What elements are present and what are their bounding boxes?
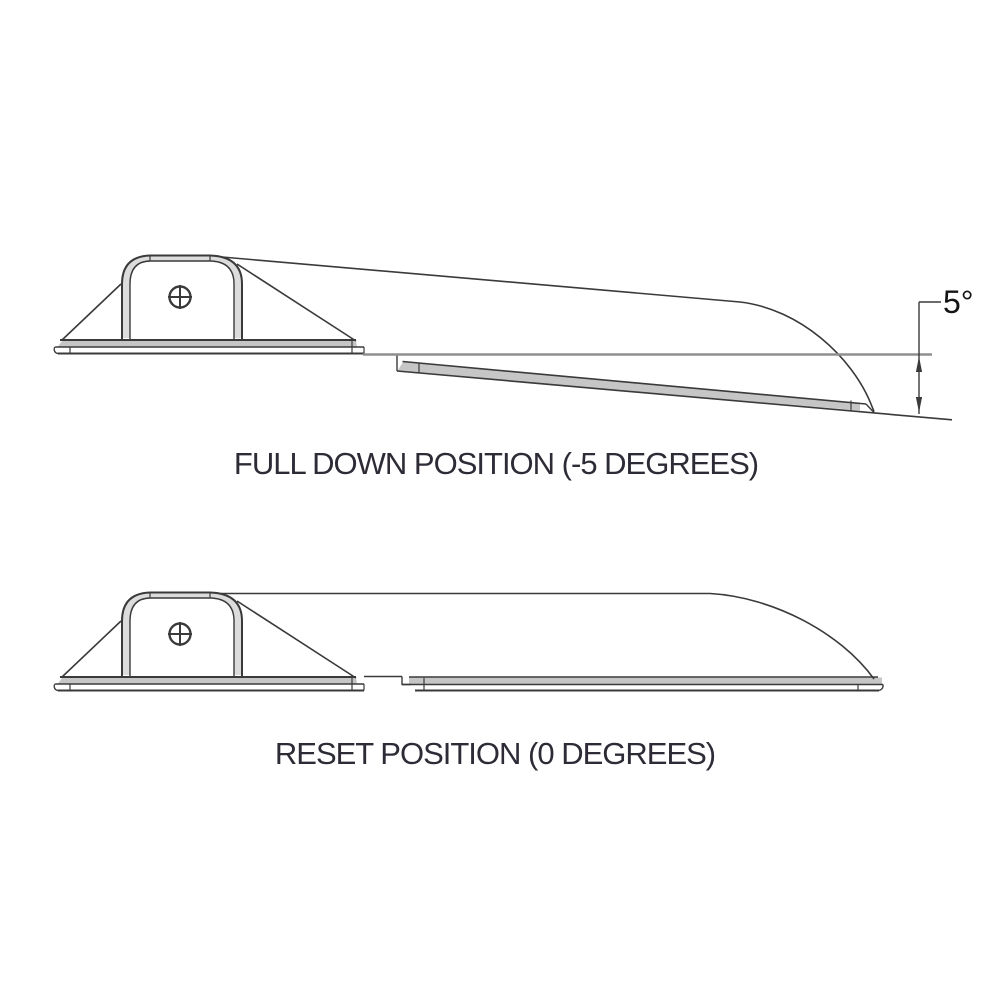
blade-underside-bottom-line [396, 370, 953, 421]
arrowhead-up-icon [915, 356, 923, 372]
mounting-base-bottom-view [53, 591, 366, 692]
blade-seam-ticks [418, 363, 852, 411]
full-down-caption: FULL DOWN POSITION (-5 DEGREES) [234, 446, 758, 481]
blade-underside-top-line [402, 360, 867, 405]
blade-tip-cap [877, 684, 884, 692]
mounting-base-top-view [53, 254, 366, 355]
angle-value-label: 5° [943, 284, 974, 320]
arrowhead-down-icon [915, 397, 923, 413]
blade-seam-ticks [423, 678, 859, 690]
full-down-position-view: 5° FULL DOWN POSITION (-5 DEGREES) [53, 254, 974, 481]
reset-position-view: RESET POSITION (0 DEGREES) [53, 591, 884, 771]
blade-underside-band [397, 362, 860, 411]
blade-reset [219, 592, 884, 692]
reset-caption: RESET POSITION (0 DEGREES) [275, 736, 715, 771]
blade-top-edge [221, 256, 875, 412]
blade-underside-band [409, 677, 882, 684]
blade-tip-cap [865, 403, 875, 413]
blade-full-down [221, 256, 953, 421]
angle-dimension: 5° [915, 284, 974, 414]
blade-top-edge [219, 592, 875, 680]
